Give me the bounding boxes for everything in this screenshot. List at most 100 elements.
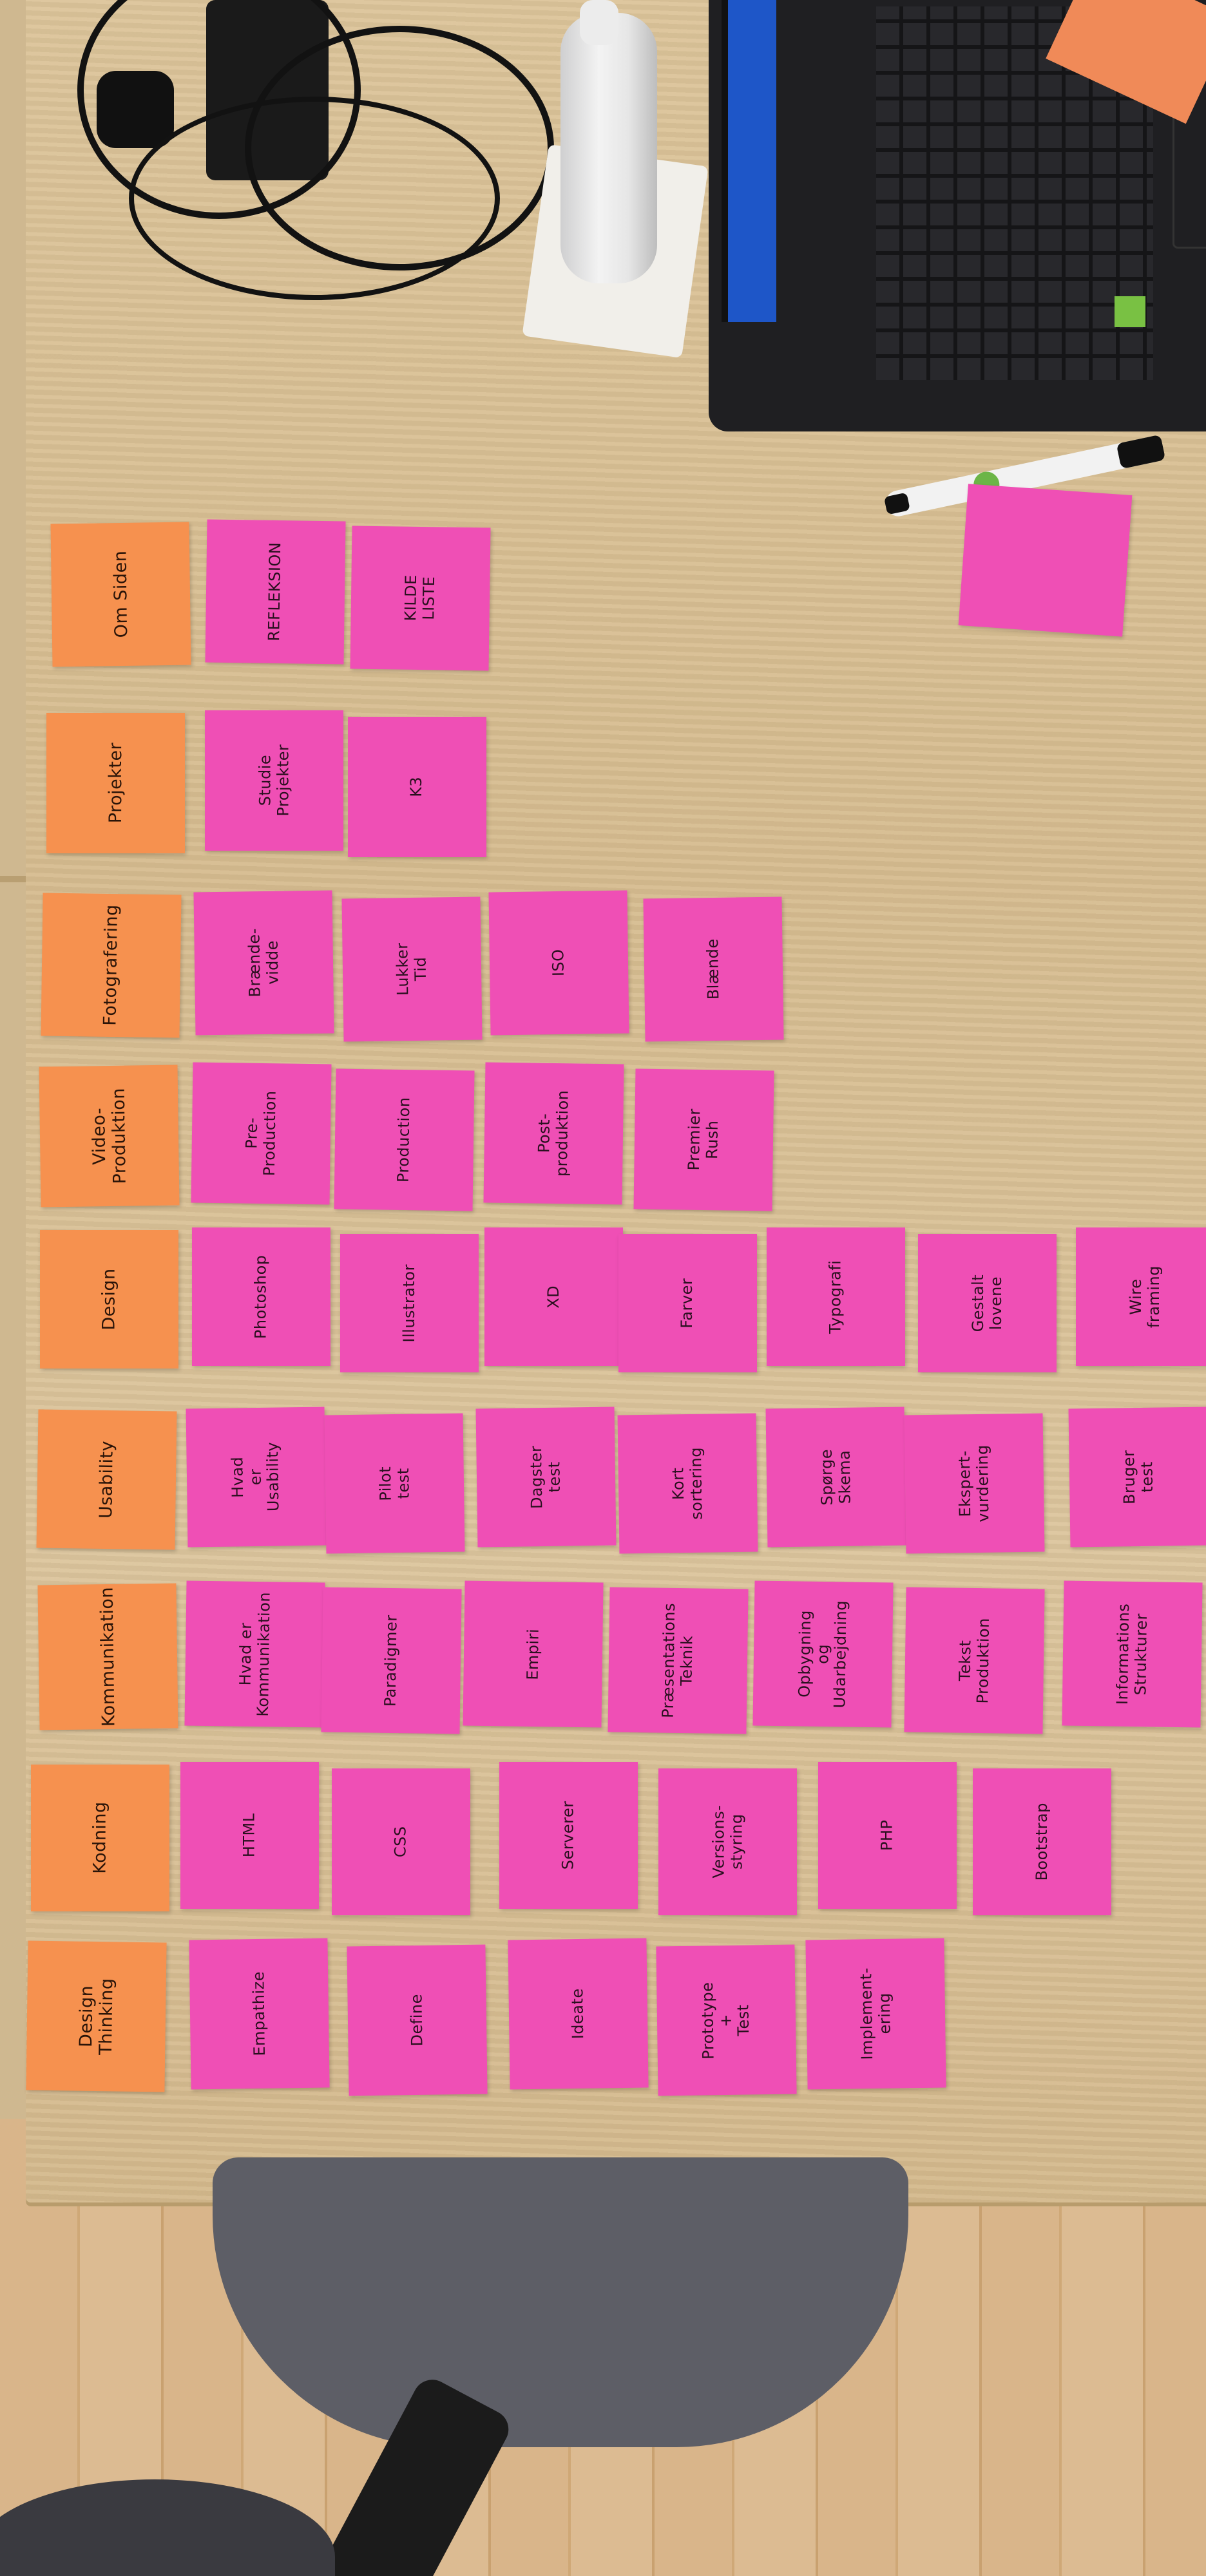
category-note-text: Video- Produktion bbox=[88, 1087, 130, 1184]
topic-note-text: CSS bbox=[391, 1826, 410, 1858]
topic-note: Empiri bbox=[463, 1580, 604, 1728]
topic-note: Versions- styring bbox=[658, 1768, 797, 1915]
chair-back bbox=[213, 2157, 908, 2447]
topic-note: Serverer bbox=[499, 1762, 638, 1909]
topic-note: Tekst Produktion bbox=[904, 1587, 1045, 1734]
category-note-text: Projekter bbox=[105, 743, 126, 824]
topic-note: Post- produktion bbox=[483, 1062, 624, 1205]
topic-note-text: Hvad er Usability bbox=[228, 1441, 283, 1512]
topic-note-text: Tekst Produktion bbox=[955, 1617, 993, 1704]
topic-note-text: Informations Strukturer bbox=[1113, 1603, 1151, 1705]
topic-note: KILDE LISTE bbox=[350, 526, 491, 671]
topic-note: Empathize bbox=[189, 1938, 330, 2090]
topic-note-text: K3 bbox=[407, 776, 426, 798]
topic-note-text: KILDE LISTE bbox=[401, 574, 438, 622]
topic-note-text: Hvad er Kommunikation bbox=[236, 1591, 273, 1717]
topic-note: ISO bbox=[488, 890, 629, 1036]
loose-sticky-note bbox=[958, 484, 1133, 637]
category-note-text: Kommunikation bbox=[97, 1586, 119, 1727]
topic-note-text: Bootstrap bbox=[1032, 1803, 1051, 1881]
topic-note: Bruger test bbox=[1068, 1406, 1206, 1548]
topic-note-text: Serverer bbox=[559, 1801, 577, 1870]
topic-note-text: Illustrator bbox=[399, 1264, 418, 1343]
topic-note: CSS bbox=[332, 1768, 470, 1915]
topic-note-text: Prototype + Test bbox=[698, 1982, 753, 2060]
topic-note: Dagster test bbox=[475, 1406, 617, 1548]
topic-note-text: Ideate bbox=[568, 1988, 588, 2040]
category-note-text: Design Thinking bbox=[75, 1978, 117, 2056]
category-note: Video- Produktion bbox=[39, 1065, 180, 1208]
laptop-screen-edge bbox=[722, 0, 776, 322]
topic-note-text: Bruger test bbox=[1120, 1450, 1156, 1505]
category-note: Kodning bbox=[31, 1765, 169, 1911]
topic-note: Lukker Tid bbox=[341, 896, 483, 1042]
topic-note: Production bbox=[334, 1068, 475, 1211]
topic-note: Farver bbox=[618, 1234, 757, 1372]
topic-note-text: Wire framing bbox=[1126, 1265, 1163, 1329]
topic-note-text: Versions- styring bbox=[709, 1805, 745, 1879]
topic-note-text: REFLEKSION bbox=[265, 542, 285, 642]
topic-note: Hvad er Usability bbox=[186, 1406, 327, 1548]
category-note-text: Usability bbox=[96, 1440, 117, 1519]
category-note-text: Design bbox=[99, 1268, 119, 1331]
topic-note: REFLEKSION bbox=[205, 519, 346, 665]
topic-note-text: Dagster test bbox=[527, 1445, 564, 1510]
category-note: Design Thinking bbox=[26, 1940, 167, 2092]
topic-note: Pre- Production bbox=[191, 1062, 332, 1205]
topic-note: Photoshop bbox=[192, 1227, 330, 1366]
topic-note: Bootstrap bbox=[973, 1768, 1111, 1915]
topic-note-text: HTML bbox=[240, 1813, 258, 1858]
topic-note: Præsentations Teknik bbox=[608, 1587, 749, 1734]
topic-note-text: Implement- ering bbox=[856, 1967, 894, 2061]
category-note: Fotografering bbox=[41, 893, 182, 1038]
category-note: Design bbox=[40, 1230, 178, 1368]
topic-note-text: Typografi bbox=[826, 1260, 845, 1334]
topic-note-text: Define bbox=[407, 1994, 426, 2047]
topic-note-text: ISO bbox=[549, 949, 568, 977]
topic-note: Implement- ering bbox=[805, 1938, 946, 2090]
topic-note-text: Production bbox=[394, 1097, 414, 1183]
topic-note-text: Pre- Production bbox=[242, 1090, 280, 1177]
topic-note-text: Kort sortering bbox=[669, 1446, 706, 1520]
topic-note-text: PHP bbox=[877, 1819, 896, 1852]
topic-note: Blænde bbox=[643, 896, 784, 1042]
topic-note-text: Blænde bbox=[704, 938, 723, 1000]
topic-note: Brænde- vidde bbox=[193, 890, 334, 1036]
topic-note: Typografi bbox=[767, 1227, 905, 1366]
topic-note-text: Pilot test bbox=[376, 1466, 412, 1501]
topic-note-text: Ekspert- vurdering bbox=[955, 1444, 993, 1522]
topic-note-text: Opbygning og Udarbejdning bbox=[795, 1600, 850, 1709]
topic-note-text: Farver bbox=[678, 1278, 696, 1329]
topic-note: K3 bbox=[348, 717, 486, 857]
topic-note: Hvad er Kommunikation bbox=[184, 1580, 325, 1728]
topic-note: Pilot test bbox=[324, 1413, 465, 1554]
topic-note: Opbygning og Udarbejdning bbox=[752, 1580, 894, 1728]
category-note-text: Om Siden bbox=[110, 550, 131, 639]
topic-note-text: Empiri bbox=[523, 1628, 542, 1680]
category-note: Kommunikation bbox=[37, 1583, 178, 1730]
charger-cable bbox=[129, 97, 500, 300]
topic-note: HTML bbox=[180, 1762, 319, 1909]
topic-note: Gestalt lovene bbox=[918, 1234, 1057, 1372]
category-note-text: Fotografering bbox=[100, 904, 122, 1027]
topic-note: Ekspert- vurdering bbox=[904, 1413, 1045, 1554]
topic-note: PHP bbox=[818, 1762, 957, 1909]
topic-note: Prototype + Test bbox=[656, 1944, 797, 2096]
topic-note-text: XD bbox=[544, 1285, 562, 1309]
bottle-cap bbox=[580, 0, 618, 45]
topic-note: Studie Projekter bbox=[205, 710, 343, 851]
topic-note: Premier Rush bbox=[633, 1068, 774, 1211]
topic-note-text: Studie Projekter bbox=[255, 744, 292, 817]
topic-note-text: Premier Rush bbox=[685, 1108, 722, 1171]
topic-note-text: Lukker Tid bbox=[393, 942, 430, 996]
laptop-sticker bbox=[1115, 296, 1145, 327]
category-note: Usability bbox=[36, 1409, 177, 1550]
topic-note-text: Paradigmer bbox=[381, 1614, 401, 1707]
topic-note: XD bbox=[484, 1227, 623, 1366]
topic-note-text: Gestalt lovene bbox=[968, 1274, 1005, 1332]
topic-note: Informations Strukturer bbox=[1062, 1580, 1203, 1728]
topic-note-text: Empathize bbox=[249, 1971, 269, 2057]
topic-note: Ideate bbox=[508, 1938, 649, 2090]
topic-note: Define bbox=[347, 1944, 488, 2096]
